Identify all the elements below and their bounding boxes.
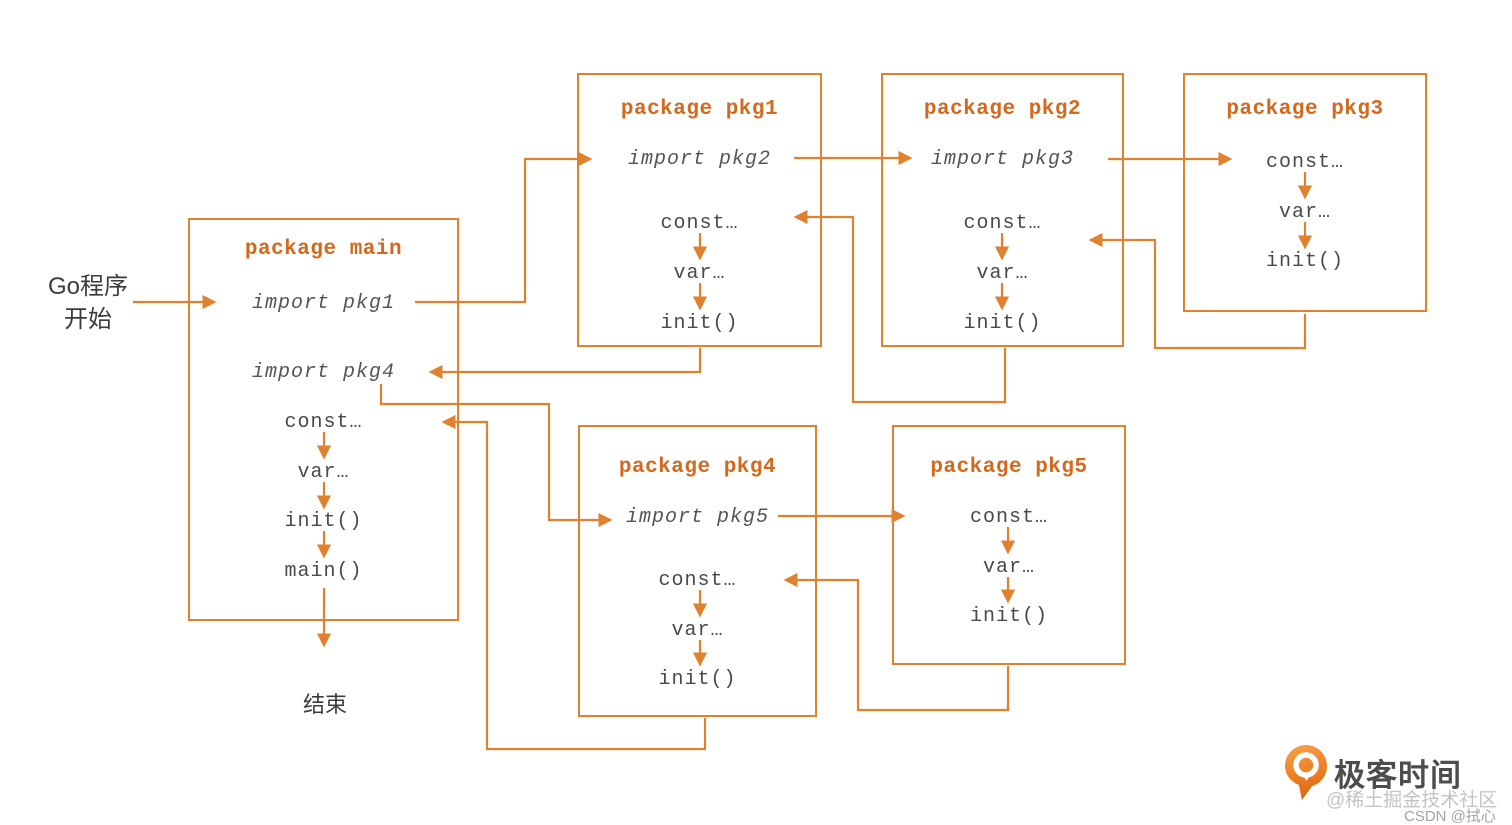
pkg4-const: const… — [658, 569, 737, 592]
pkg2-const: const… — [963, 212, 1042, 235]
package-pkg3-box: package pkg3 const… var… init() — [1183, 73, 1427, 312]
main-var: var… — [297, 461, 350, 484]
package-main-title: package main — [244, 238, 403, 261]
pkg3-var: var… — [1278, 201, 1331, 224]
arrow-main-import4-to-pkg4 — [379, 384, 613, 528]
arrow-pkg4-init-to-main-const — [441, 414, 707, 751]
package-pkg5-box: package pkg5 const… var… init() — [892, 425, 1126, 665]
package-pkg4-title: package pkg4 — [618, 456, 777, 479]
package-pkg1-title: package pkg1 — [620, 98, 779, 121]
pkg4-import-pkg5: import pkg5 — [625, 506, 770, 529]
pkg1-import-pkg2: import pkg2 — [627, 148, 772, 171]
arrow-pkg2-init-to-pkg1-const — [793, 209, 1007, 404]
pkg5-init: init() — [969, 605, 1048, 628]
pkg4-init: init() — [658, 668, 737, 691]
main-import-pkg1: import pkg1 — [251, 292, 396, 315]
end-label: 结束 — [302, 692, 347, 717]
package-pkg3-title: package pkg3 — [1226, 98, 1384, 121]
main-main: main() — [284, 560, 363, 583]
watermark-csdn: CSDN @拭心 — [1404, 808, 1496, 825]
pkg1-const: const… — [660, 212, 739, 235]
package-pkg1-box: package pkg1 import pkg2 const… var… ini… — [577, 73, 822, 347]
package-pkg4-box: package pkg4 import pkg5 const… var… ini… — [578, 425, 817, 717]
pkg5-const: const… — [969, 506, 1048, 529]
arrow-main-import1-to-pkg1 — [415, 151, 593, 304]
pkg2-init: init() — [963, 312, 1042, 335]
geektime-logo-icon — [1285, 745, 1327, 800]
pkg5-var: var… — [982, 556, 1035, 579]
pkg3-init: init() — [1265, 250, 1344, 273]
pkg3-const: const… — [1265, 151, 1344, 174]
branding: 极客时间 @稀土掘金技术社区 CSDN @拭心 — [1284, 742, 1512, 825]
pkg2-var: var… — [976, 262, 1029, 285]
sequence-arrows — [316, 172, 1313, 667]
start-label-line2: 开始 — [64, 306, 112, 333]
brand-name: 极客时间 — [1334, 758, 1462, 793]
arrow-pkg1-init-to-main-import4 — [428, 348, 702, 380]
arrow-pkg5-init-to-pkg4-const — [783, 572, 1010, 712]
main-const: const… — [284, 411, 363, 434]
pkg1-init: init() — [660, 312, 739, 335]
pkg4-var: var… — [671, 619, 724, 642]
package-pkg5-title: package pkg5 — [930, 456, 1088, 479]
arrow-pkg3-init-to-pkg2-const — [1088, 232, 1307, 350]
pkg1-var: var… — [673, 262, 726, 285]
watermark-juejin: @稀土掘金技术社区 — [1326, 790, 1498, 811]
pkg2-import-pkg3: import pkg3 — [930, 148, 1075, 171]
start-label: Go程序 开始 — [34, 270, 142, 336]
package-pkg2-box: package pkg2 import pkg3 const… var… ini… — [881, 73, 1124, 347]
package-pkg2-title: package pkg2 — [923, 98, 1082, 121]
main-import-pkg4: import pkg4 — [251, 361, 396, 384]
start-label-line1: Go程序 — [47, 273, 128, 300]
main-init: init() — [284, 510, 363, 533]
package-main-box: package main import pkg1 import pkg4 con… — [188, 218, 459, 621]
